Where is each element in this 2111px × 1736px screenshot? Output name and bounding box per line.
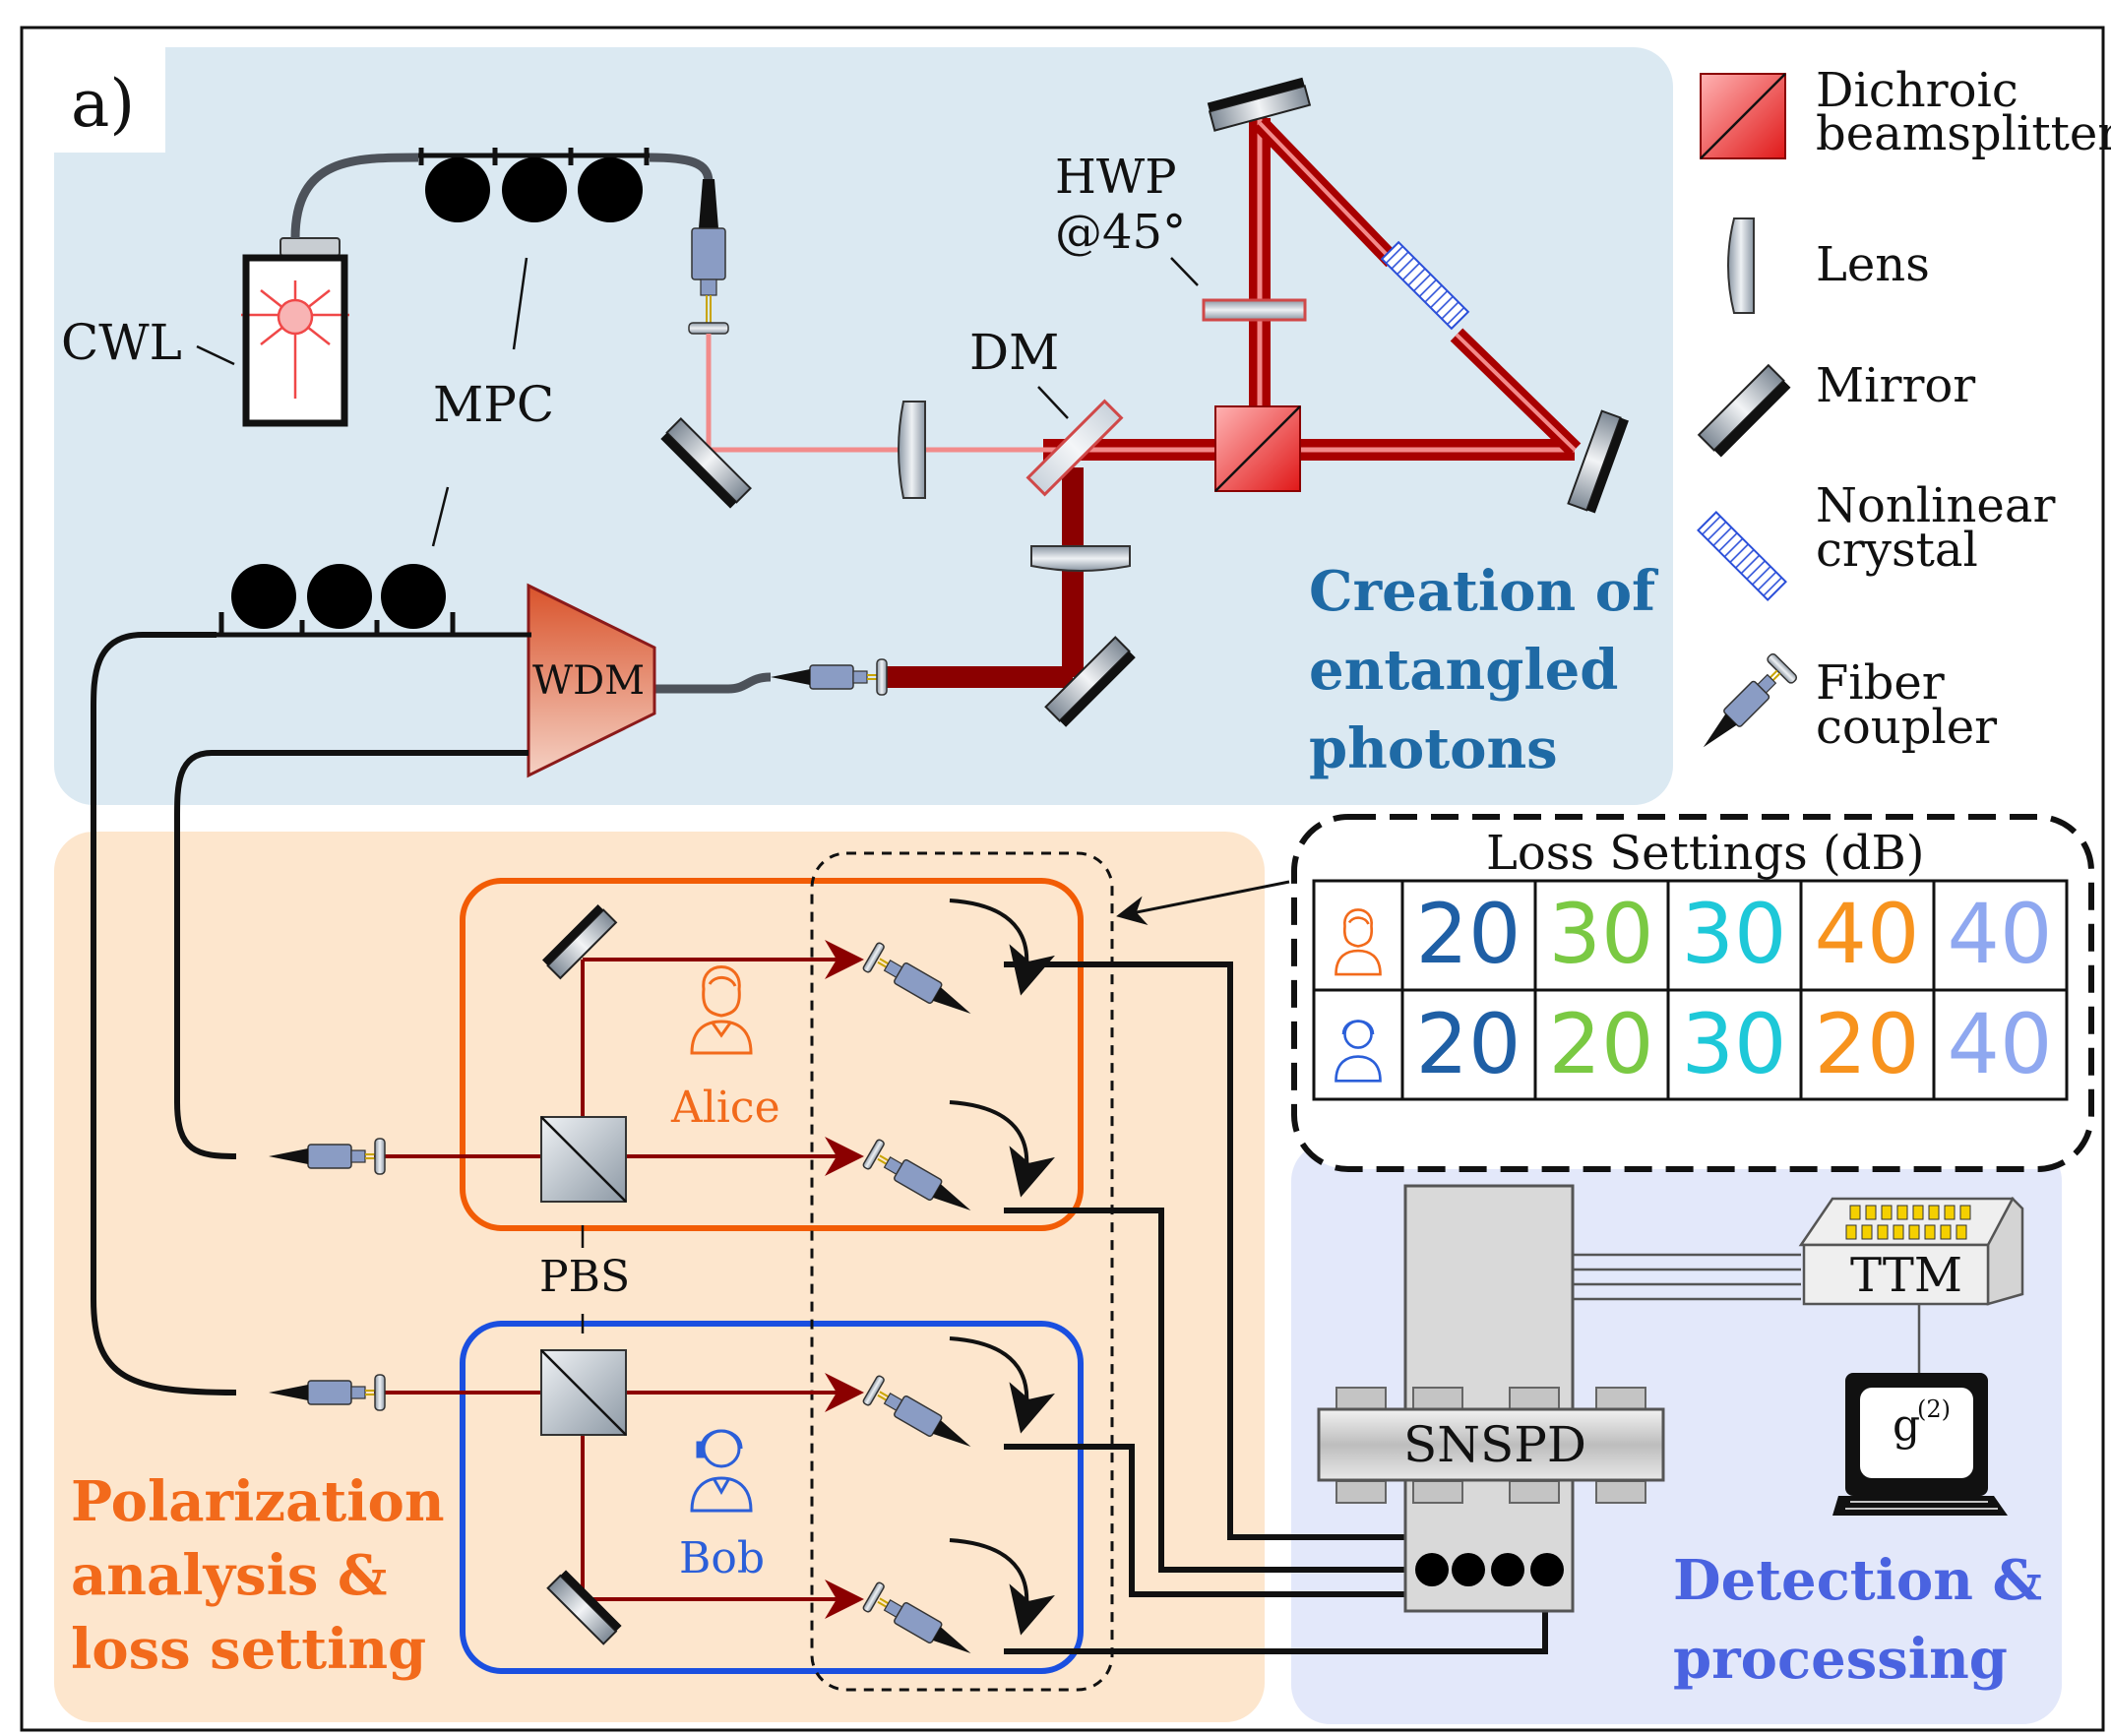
mpc-label: MPC	[433, 376, 554, 433]
sagnac-mirror-top	[1207, 77, 1312, 132]
loss-table-grid	[1312, 879, 2069, 1101]
loss-table-bob-icon	[1335, 1020, 1382, 1083]
dm-label: DM	[969, 324, 1059, 381]
attenuator-group	[810, 851, 1114, 1692]
legend-crystal-line1: Nonlinear	[1816, 478, 2055, 533]
analysis-title-line3: loss setting	[71, 1617, 426, 1682]
legend-mirror-label: Mirror	[1816, 358, 1975, 413]
panel-label-bg	[49, 39, 165, 153]
time-tagger	[1798, 1196, 2024, 1306]
computer-icon	[1832, 1373, 2008, 1516]
loss-cell-alice-4: 40	[1815, 886, 1920, 982]
half-wave-plate	[1202, 298, 1307, 322]
creation-title-line1: Creation of	[1309, 559, 1659, 624]
detector-channels	[1415, 1553, 1564, 1586]
alice-pbs	[540, 1116, 627, 1203]
legend-fiber-line2: coupler	[1816, 700, 1997, 755]
fiber-to-alice	[174, 750, 528, 1159]
pump-fiber-coupler	[688, 179, 729, 335]
legend-dichroic-icon	[1700, 73, 1786, 159]
legend: Dichroic beamsplitter Lens Mirror Nonlin…	[1697, 63, 2111, 755]
legend-lens-icon	[1727, 217, 1755, 314]
polarization-controller-2	[217, 564, 531, 638]
pump-mirror	[660, 417, 752, 509]
legend-lens-label: Lens	[1816, 237, 1930, 292]
loss-cell-bob-5: 40	[1948, 996, 2053, 1092]
bob-icon	[690, 1429, 753, 1513]
bob-label: Bob	[679, 1533, 765, 1583]
hwp-label-line2: @45°	[1055, 205, 1186, 260]
loss-cell-alice-1: 20	[1416, 886, 1521, 982]
legend-fiber-line1: Fiber	[1816, 655, 1945, 711]
bob-pbs	[540, 1349, 627, 1436]
loss-cell-bob-1: 20	[1416, 996, 1521, 1092]
pump-fiber	[290, 153, 419, 239]
ttm-label: TTM	[1850, 1248, 1962, 1303]
analysis-title-line2: analysis &	[71, 1543, 387, 1608]
alice-icon	[690, 965, 753, 1055]
legend-crystal-icon	[1697, 511, 1787, 601]
wdm	[527, 583, 656, 778]
loss-cell-bob-3: 30	[1682, 996, 1787, 1092]
bob-mirror	[546, 1570, 622, 1645]
pbs-label: PBS	[539, 1252, 630, 1302]
detection-title-line1: Detection &	[1673, 1548, 2042, 1613]
wdm-label: WDM	[532, 658, 645, 704]
fiber-to-bob	[91, 632, 237, 1395]
hwp-label-line1: HWP	[1055, 150, 1177, 205]
loss-table-frame	[1291, 814, 2094, 1172]
loss-cell-alice-2: 30	[1549, 886, 1654, 982]
figure-frame	[20, 26, 2105, 1732]
alice-box	[460, 878, 1084, 1231]
dichroic-beamsplitter-cube	[1214, 405, 1301, 492]
loss-cell-bob-2: 20	[1549, 996, 1654, 1092]
snspd-label: SNSPD	[1403, 1416, 1586, 1473]
cwl-label: CWL	[61, 314, 182, 371]
loss-table-title: Loss Settings (dB)	[1486, 826, 1925, 881]
bob-box	[460, 1321, 1084, 1674]
legend-mirror-icon	[1697, 363, 1791, 458]
analysis-region	[54, 832, 1265, 1722]
legend-fiber-coupler-icon	[1703, 652, 1798, 748]
creation-title-line2: entangled	[1309, 638, 1618, 703]
alice-label: Alice	[670, 1083, 780, 1133]
alice-mirror	[541, 903, 618, 980]
detection-title-line2: processing	[1673, 1627, 2008, 1692]
snspd	[1317, 1407, 1665, 1482]
loss-table-alice-icon	[1335, 908, 1382, 976]
idler-mirror	[1044, 636, 1136, 727]
rotation-arrows	[949, 899, 1056, 1636]
sagnac-mirror-right	[1567, 409, 1629, 514]
legend-dichroic-line1: Dichroic	[1816, 63, 2018, 118]
loss-cell-bob-4: 20	[1815, 996, 1920, 1092]
polarization-controller-1	[418, 148, 650, 222]
ttm-cables	[1573, 1253, 1801, 1301]
loss-table-cells: 20 30 30 40 40 20 20 30 20 40	[1416, 886, 2053, 1092]
dichroic-mirror	[1025, 399, 1124, 497]
analysis-title-line1: Polarization	[71, 1469, 445, 1534]
legend-dichroic-line2: beamsplitter	[1816, 106, 2111, 161]
loss-cell-alice-5: 40	[1948, 886, 2053, 982]
loss-cell-alice-3: 30	[1682, 886, 1787, 982]
creation-title-line3: photons	[1309, 716, 1558, 781]
idler-lens	[1030, 545, 1131, 572]
laser-source	[241, 237, 349, 427]
g2-superscript: (2)	[1917, 1395, 1951, 1423]
g2-label: g	[1893, 1400, 1920, 1451]
legend-crystal-line2: crystal	[1816, 523, 1978, 578]
pump-lens	[898, 401, 926, 499]
panel-label: a)	[71, 66, 135, 142]
nonlinear-crystal	[1380, 240, 1470, 331]
